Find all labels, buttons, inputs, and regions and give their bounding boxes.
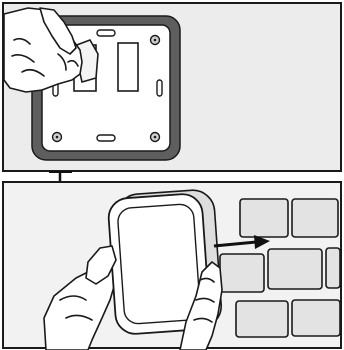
brick (240, 199, 288, 237)
brick (292, 199, 338, 237)
device-face (117, 203, 201, 324)
brick (326, 248, 340, 288)
screw-hole (151, 133, 160, 142)
slot-bottom (97, 135, 115, 141)
brick (220, 254, 264, 292)
brick (268, 249, 322, 289)
panel-step-1 (3, 3, 341, 171)
screw-hole (53, 133, 62, 142)
slot-top (97, 30, 115, 36)
adhesive-pad-right (118, 43, 138, 91)
slot-right (157, 80, 162, 96)
panel-step-2 (3, 182, 341, 350)
brick (292, 300, 340, 336)
brick (236, 301, 288, 337)
screw-hole (151, 36, 160, 45)
